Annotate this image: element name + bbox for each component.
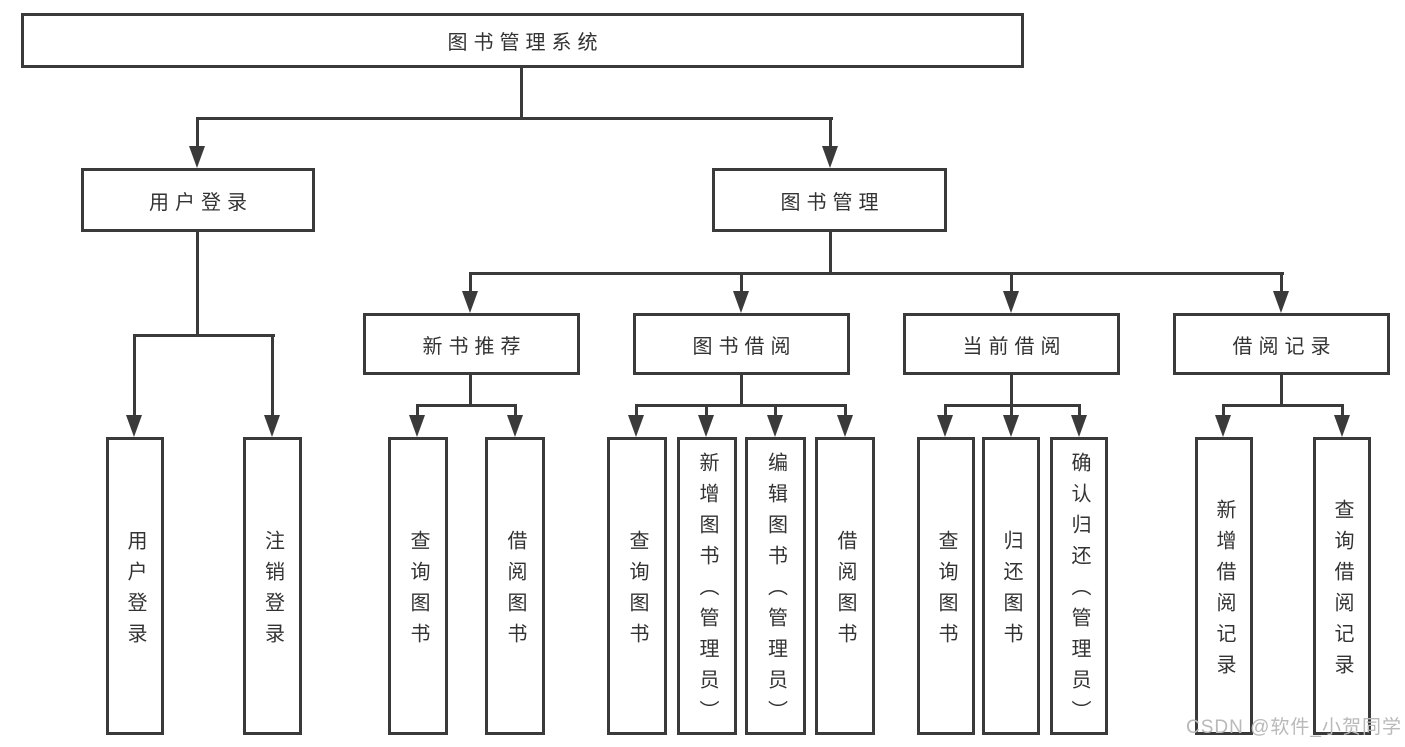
- node-borrowing-records: 借阅记录: [1173, 313, 1390, 375]
- leaf-add-borrow-record: 新增借阅记录: [1195, 437, 1253, 735]
- node-book-borrowing: 图书借阅: [633, 313, 850, 375]
- connector-line: [469, 272, 1284, 275]
- connector-line: [740, 373, 743, 406]
- node-label: 注销登录: [261, 529, 284, 654]
- node-label: 查询图书: [935, 529, 957, 654]
- leaf-query-books-current: 查询图书: [917, 437, 975, 735]
- connector-line: [133, 334, 275, 337]
- connector-line: [1010, 404, 1013, 417]
- node-label: 新书推荐: [422, 335, 527, 358]
- connector-line: [469, 272, 472, 294]
- node-label: 确认归还（管理员）: [1068, 452, 1090, 731]
- leaf-user-login: 用户登录: [106, 437, 164, 735]
- connector-line: [635, 404, 638, 417]
- connector-line: [133, 334, 136, 417]
- connector-line: [1222, 404, 1225, 417]
- node-label: 用户登录: [124, 529, 146, 654]
- connector-line: [271, 334, 274, 417]
- leaf-return-book: 归还图书: [982, 437, 1040, 735]
- arrow-down-icon: [1003, 415, 1019, 437]
- arrow-down-icon: [767, 415, 783, 437]
- connector-line: [469, 373, 472, 407]
- node-label: 借阅图书: [504, 529, 526, 654]
- leaf-query-books-borrow: 查询图书: [607, 437, 667, 735]
- leaf-add-book-admin: 新增图书（管理员）: [677, 437, 737, 735]
- connector-line: [514, 404, 517, 417]
- arrow-down-icon: [698, 415, 714, 437]
- leaf-logout: 注销登录: [243, 437, 302, 735]
- arrow-down-icon: [822, 146, 838, 168]
- arrow-down-icon: [937, 415, 953, 437]
- connector-line: [1341, 404, 1344, 417]
- arrow-down-icon: [1215, 415, 1231, 437]
- connector-line: [774, 404, 777, 417]
- arrow-down-icon: [264, 415, 280, 437]
- connector-line: [416, 404, 517, 407]
- node-label: 查询图书: [407, 529, 429, 654]
- node-label: 借阅记录: [1232, 335, 1337, 358]
- arrow-down-icon: [1334, 415, 1350, 437]
- connector-line: [740, 272, 743, 294]
- leaf-borrow-books: 借阅图书: [815, 437, 875, 735]
- leaf-query-books-recommend: 查询图书: [388, 437, 448, 735]
- arrow-down-icon: [1273, 291, 1289, 313]
- node-label: 归还图书: [1000, 529, 1022, 654]
- leaf-query-borrow-record: 查询借阅记录: [1313, 437, 1371, 735]
- arrow-down-icon: [733, 291, 749, 313]
- node-label: 编辑图书（管理员）: [764, 452, 787, 731]
- arrow-down-icon: [1071, 415, 1087, 437]
- connector-line: [944, 404, 947, 417]
- arrow-down-icon: [507, 415, 523, 437]
- connector-line: [520, 66, 523, 119]
- connector-line: [635, 404, 847, 407]
- arrow-down-icon: [1003, 291, 1019, 313]
- arrow-down-icon: [837, 415, 853, 437]
- connector-line: [829, 117, 832, 148]
- arrow-down-icon: [409, 415, 425, 437]
- node-label: 图书管理系统: [447, 32, 604, 54]
- node-new-book-recommendation: 新书推荐: [363, 313, 580, 375]
- node-book-management: 图书管理: [712, 168, 947, 232]
- node-current-borrowing: 当前借阅: [903, 313, 1120, 375]
- node-label: 新增图书（管理员）: [696, 452, 718, 731]
- node-label: 查询图书: [626, 529, 648, 654]
- connector-line: [1010, 272, 1013, 294]
- connector-line: [1222, 404, 1344, 407]
- connector-line: [1010, 373, 1013, 407]
- leaf-edit-book-admin: 编辑图书（管理员）: [745, 437, 806, 735]
- arrow-down-icon: [189, 146, 205, 168]
- connector-line: [829, 230, 832, 275]
- node-library-system: 图书管理系统: [21, 13, 1024, 68]
- node-label: 新增借阅记录: [1213, 498, 1235, 685]
- connector-line: [705, 404, 708, 417]
- arrow-down-icon: [126, 415, 142, 437]
- csdn-watermark: CSDN @软件_小贺同学: [1186, 717, 1402, 738]
- connector-line: [196, 117, 833, 120]
- connector-line: [1078, 404, 1081, 417]
- node-label: 图书借阅: [692, 335, 797, 358]
- connector-line: [196, 117, 199, 148]
- node-label: 用户登录: [149, 191, 253, 214]
- node-label: 借阅图书: [834, 529, 856, 654]
- arrow-down-icon: [462, 291, 478, 313]
- leaf-borrow-books-recommend: 借阅图书: [485, 437, 545, 735]
- connector-line: [1280, 272, 1283, 294]
- arrow-down-icon: [628, 415, 644, 437]
- connector-line: [416, 404, 419, 417]
- node-label: 图书管理: [780, 191, 885, 214]
- node-user-login: 用户登录: [81, 168, 315, 232]
- node-label: 查询借阅记录: [1331, 498, 1353, 685]
- connector-line: [196, 230, 199, 336]
- connector-line: [844, 404, 847, 417]
- connector-line: [1280, 373, 1283, 406]
- node-label: 当前借阅: [962, 335, 1067, 358]
- leaf-confirm-return-admin: 确认归还（管理员）: [1050, 437, 1108, 735]
